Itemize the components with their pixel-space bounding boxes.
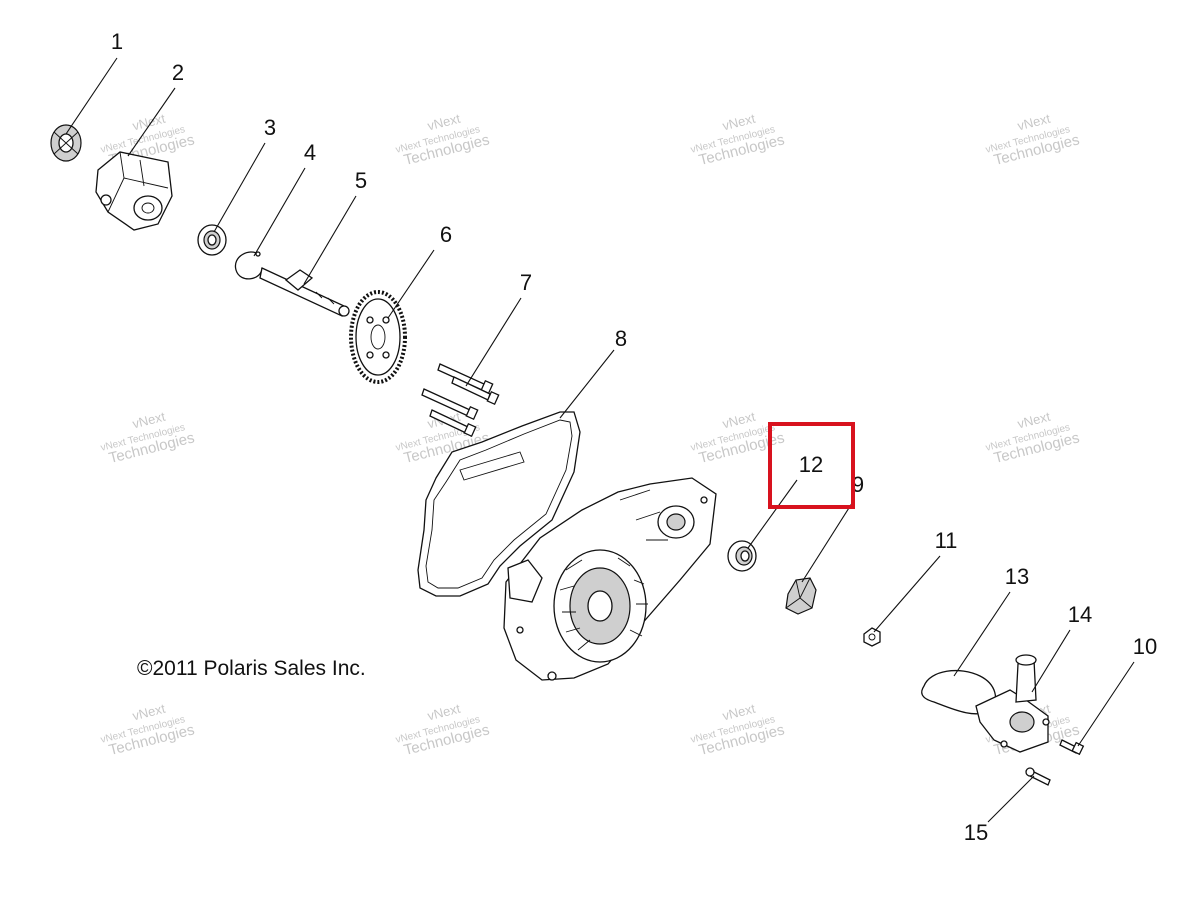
callout-15: 15 [964,820,988,845]
part-4-snap-ring [234,251,263,280]
part-5-shaft [259,267,350,317]
callout-1: 1 [111,29,123,54]
part-9-impeller [785,577,817,615]
part-8-cover [503,477,717,681]
callout-5: 5 [355,168,367,193]
part-14-pump-cover [975,654,1050,753]
callout-8: 8 [615,326,627,351]
callout-10: 10 [1133,634,1157,659]
part-3-bearing [197,224,227,256]
callout-14: 14 [1068,602,1092,627]
part-7-bolts [421,363,500,438]
callout-7: 7 [520,270,532,295]
copyright-text: ©2011 Polaris Sales Inc. [137,657,366,680]
callout-6: 6 [440,222,452,247]
part-1-rotor [50,124,82,162]
part-15-bolt [1025,767,1051,786]
callout-13: 13 [1005,564,1029,589]
callout-3: 3 [264,115,276,140]
part-2-pump-housing [95,151,173,231]
callout-4: 4 [304,140,316,165]
part-10-bolt [1059,739,1085,756]
callout-11: 11 [935,528,958,553]
highlight-box-callout-12 [768,422,855,509]
leader-lines [65,57,1135,823]
part-8-gasket [417,411,581,597]
callout-12: 12 [799,452,823,477]
callout-numbers: 1 2 3 4 5 6 7 8 12 9 11 13 14 10 15 [111,29,1157,845]
part-11-nut [863,627,881,647]
part-6-gear [349,290,407,384]
part-12-seal [727,540,757,572]
callout-2: 2 [172,60,184,85]
